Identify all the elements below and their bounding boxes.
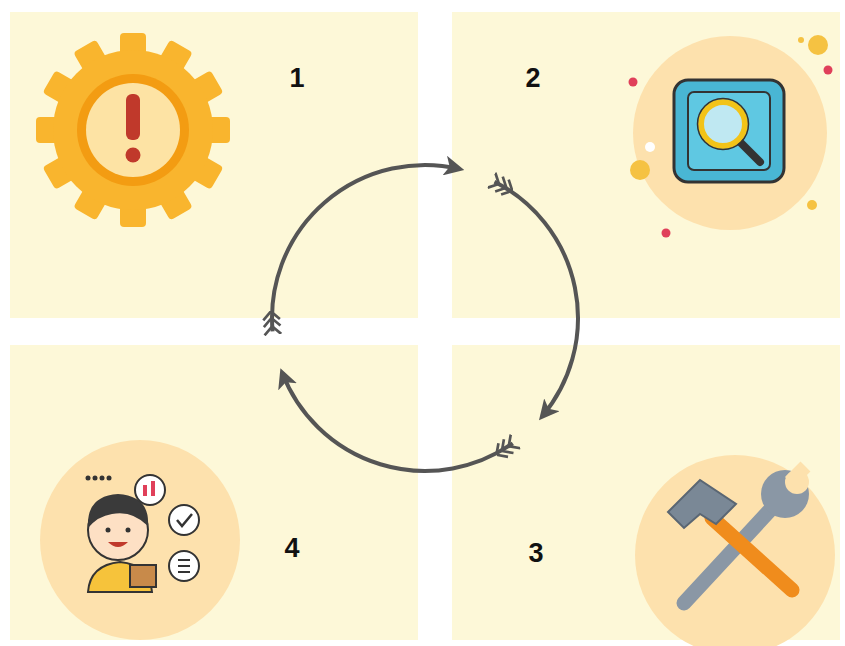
person-eye	[106, 528, 111, 533]
confetti-dot	[645, 142, 655, 152]
cycle-symbol	[272, 165, 578, 471]
person-hair	[88, 494, 148, 528]
gear-tooth	[120, 33, 146, 227]
icon-backdrop	[40, 440, 240, 640]
list-badge	[169, 551, 199, 581]
icon-backdrop	[635, 455, 835, 646]
gear-body	[53, 50, 213, 210]
search-screen	[688, 92, 770, 170]
confetti-dot	[824, 66, 833, 75]
check-badge	[169, 505, 199, 535]
gear-ring	[77, 74, 189, 186]
person-eye	[126, 528, 131, 533]
confetti-dot	[808, 35, 828, 55]
gear-tooth	[73, 39, 193, 220]
search-frame	[674, 80, 784, 182]
wrench-jaw	[785, 470, 809, 494]
wrench-head	[761, 470, 809, 518]
step-number: 1	[289, 63, 304, 94]
person-icon	[40, 440, 240, 640]
tools-icon	[635, 455, 835, 646]
confetti-dot	[629, 78, 638, 87]
quadrant-panel: 4	[10, 345, 418, 640]
quadrant-panel: 1	[10, 12, 418, 318]
magnifier-handle	[739, 141, 760, 162]
gear-tooth	[36, 117, 230, 143]
icon-backdrop	[633, 36, 827, 230]
dot	[86, 476, 91, 481]
person-mouth	[108, 542, 128, 547]
gear-icon	[36, 33, 230, 227]
step-number: 3	[528, 538, 543, 569]
list-lines	[178, 560, 190, 572]
confetti-dot	[662, 229, 671, 238]
wrench-shaft	[684, 508, 772, 603]
hammer-head	[668, 480, 736, 528]
gear-tooth	[42, 70, 223, 190]
cycle-arrow	[495, 182, 578, 417]
gear-tooth	[42, 70, 223, 190]
search-icon	[629, 35, 833, 238]
chart-badge	[135, 475, 165, 505]
parcel-box	[130, 565, 156, 587]
person-face	[88, 500, 148, 560]
dot	[93, 476, 98, 481]
chart-bar	[151, 481, 155, 496]
exclamation-dot	[126, 148, 141, 163]
hammer-handle	[712, 518, 792, 590]
exclamation-bar	[126, 94, 140, 140]
check-mark	[177, 514, 192, 526]
gear-center	[86, 83, 180, 177]
confetti-dot	[798, 37, 804, 43]
quadrant-panel: 3	[452, 345, 840, 640]
step-number: 2	[525, 63, 540, 94]
chart-bar	[143, 485, 147, 496]
person-shirt	[88, 562, 152, 592]
step-number: 4	[284, 533, 299, 564]
magnifier-rim	[698, 99, 749, 150]
dot	[107, 476, 112, 481]
dot	[100, 476, 105, 481]
wrench-jaw	[785, 461, 810, 486]
quadrant-panel: 2	[452, 12, 840, 318]
magnifier-lens	[701, 102, 745, 146]
gear-tooth	[73, 39, 193, 220]
confetti-dot	[630, 160, 650, 180]
confetti-dot	[807, 200, 817, 210]
cycle-arrow	[272, 165, 459, 331]
cycle-arrow	[282, 373, 513, 471]
